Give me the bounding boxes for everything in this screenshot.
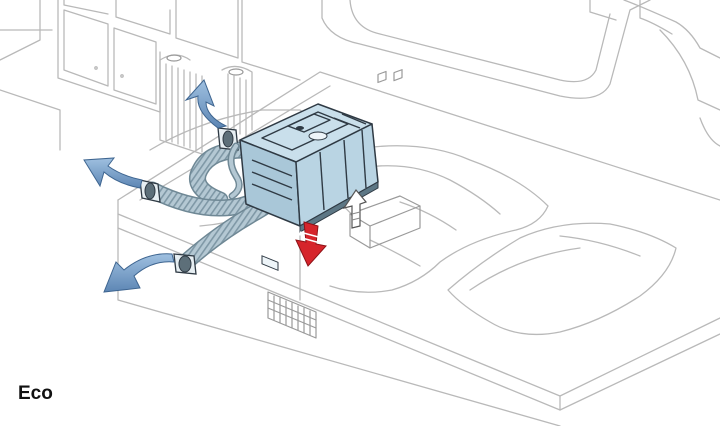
outlet-lower: [173, 253, 197, 275]
diagram-caption: Eco: [18, 383, 53, 404]
hose-upper: [189, 141, 253, 209]
bed-platform: [117, 71, 720, 426]
return-arrow: [342, 188, 368, 229]
airflow-arrow-up: [184, 79, 228, 129]
airflow-arrow-left: [83, 157, 143, 189]
vent-grille: [267, 291, 317, 339]
cabinet: [0, 0, 301, 151]
airflow-arrow-down-left: [103, 253, 175, 293]
inlet-pipe: [227, 142, 243, 200]
bed-frame: [321, 0, 720, 147]
pillow: [447, 222, 677, 336]
intake-arrow: [295, 221, 327, 267]
outlet-left: [139, 179, 161, 203]
radiator: [159, 54, 253, 161]
